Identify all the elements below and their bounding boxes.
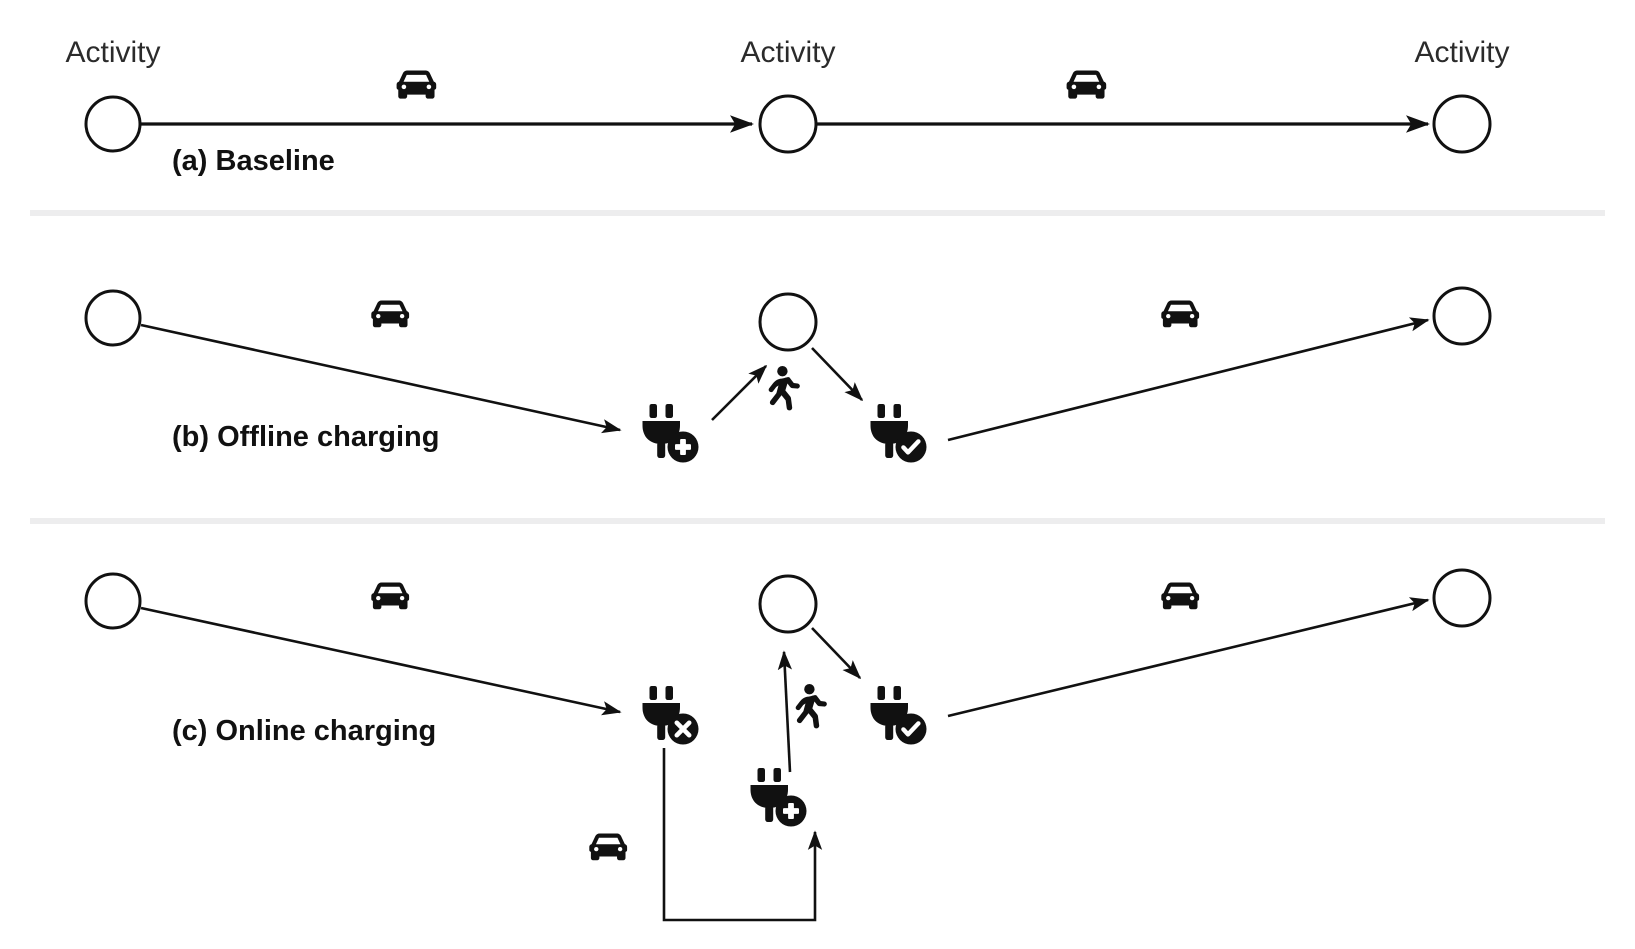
panel-a-baseline: Activity Activity Activity (a) Baseline (65, 36, 1509, 177)
panel-b-edge-plug-plus-to-activity (711, 364, 768, 421)
panel-c-edge-left-to-plug-cross (140, 606, 622, 716)
panel-c-edge-reroute-to-plug-plus (662, 748, 823, 922)
panel-a-label: (a) Baseline (172, 145, 335, 177)
car-icon (1066, 70, 1107, 99)
car-icon (371, 300, 410, 328)
panel-b-activity-node-middle (758, 292, 818, 352)
panel-c-label: (c) Online charging (172, 715, 436, 747)
plug-check-icon (870, 686, 927, 745)
panel-c-edge-activity-to-plug-check (811, 627, 862, 680)
activity-label-left: Activity (65, 36, 160, 69)
car-icon (396, 70, 437, 99)
car-icon (589, 833, 628, 861)
plug-check-icon (870, 404, 927, 463)
car-icon (1161, 582, 1200, 610)
car-icon (371, 582, 410, 610)
panel-c-activity-node-middle (758, 574, 818, 634)
panel-c-edge-plug-check-to-right (947, 597, 1430, 718)
plug-cross-icon (642, 686, 699, 745)
car-icon (1161, 300, 1200, 328)
panel-c-edge-plug-plus-to-activity (777, 650, 793, 773)
panel-a-activity-node-middle (758, 94, 818, 154)
panel-b-edge-left-to-plug-plus (140, 323, 622, 434)
panel-c-online-charging: (c) Online charging (84, 568, 1492, 922)
panel-b-edge-plug-check-to-right (947, 317, 1430, 442)
panel-b-label: (b) Offline charging (172, 421, 439, 453)
panel-c-activity-node-left (84, 572, 142, 630)
walking-person-icon (795, 684, 827, 729)
plug-plus-icon (750, 768, 807, 827)
plug-plus-icon (642, 404, 699, 463)
activity-label-right: Activity (1414, 36, 1509, 69)
panel-b-edge-activity-to-plug-check (811, 347, 864, 402)
panel-a-activity-node-right (1432, 94, 1492, 154)
panel-a-activity-node-left (84, 95, 142, 153)
panel-b-activity-node-left (84, 289, 142, 347)
activity-label-middle: Activity (740, 36, 835, 69)
walking-person-icon (768, 366, 800, 411)
panel-b-offline-charging: (b) Offline charging (84, 286, 1492, 463)
panel-c-activity-node-right (1432, 568, 1492, 628)
panel-b-activity-node-right (1432, 286, 1492, 346)
